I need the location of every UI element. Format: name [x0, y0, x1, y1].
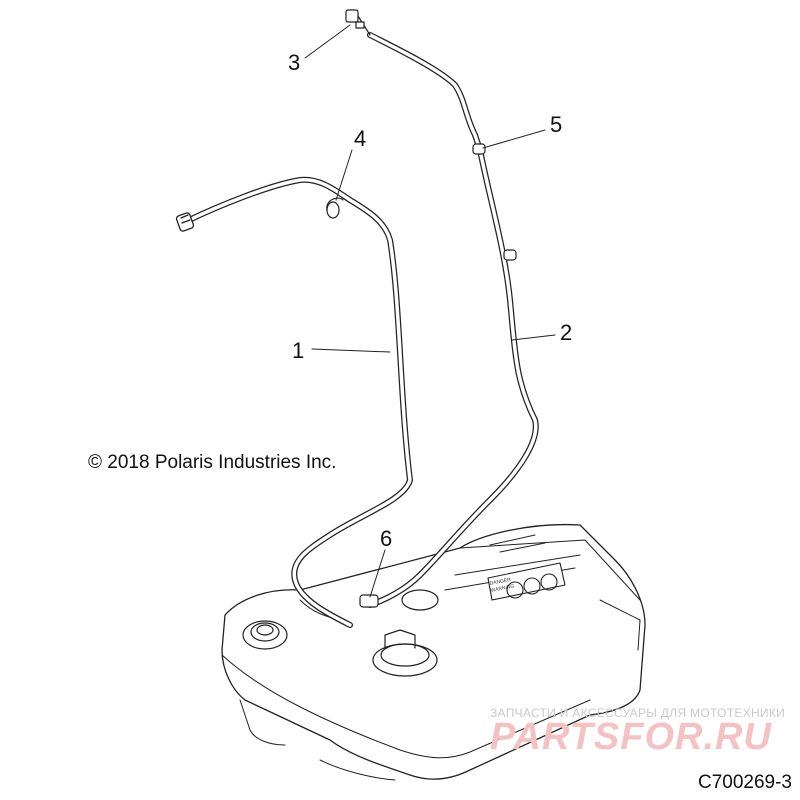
fuel-pump — [372, 589, 439, 677]
filler-neck — [242, 620, 288, 650]
callout-4: 4 — [354, 126, 366, 151]
tank-label-line-1: DANGER — [489, 577, 512, 587]
callout-3: 3 — [288, 50, 300, 75]
clamp-4 — [326, 197, 344, 219]
clamp-5 — [472, 143, 486, 155]
callout-5: 5 — [550, 112, 562, 137]
leader-lines — [304, 24, 556, 598]
callout-2: 2 — [560, 320, 572, 345]
watermark-brand: PARTSFOR.RU — [490, 716, 772, 758]
connector-3 — [345, 9, 371, 36]
callout-1: 1 — [292, 338, 304, 363]
clamp-mid-2 — [503, 249, 517, 261]
hose-end-fitting-left — [175, 212, 195, 232]
hose-1 — [182, 176, 413, 628]
tank-label-line-2: WARNING — [490, 583, 515, 593]
diagram-part-code: C700269-3 — [697, 772, 792, 793]
vent-hose — [367, 32, 483, 153]
copyright-notice: © 2018 Polaris Industries Inc. — [88, 452, 337, 473]
callout-6: 6 — [380, 526, 392, 551]
hose-2 — [367, 147, 539, 608]
clamp-6 — [359, 594, 379, 608]
watermark-tagline: ЗАПЧАСТИ И АКСЕССУАРЫ ДЛЯ МОТОТЕХНИКИ — [490, 706, 786, 720]
tank-warning-label — [487, 562, 566, 601]
